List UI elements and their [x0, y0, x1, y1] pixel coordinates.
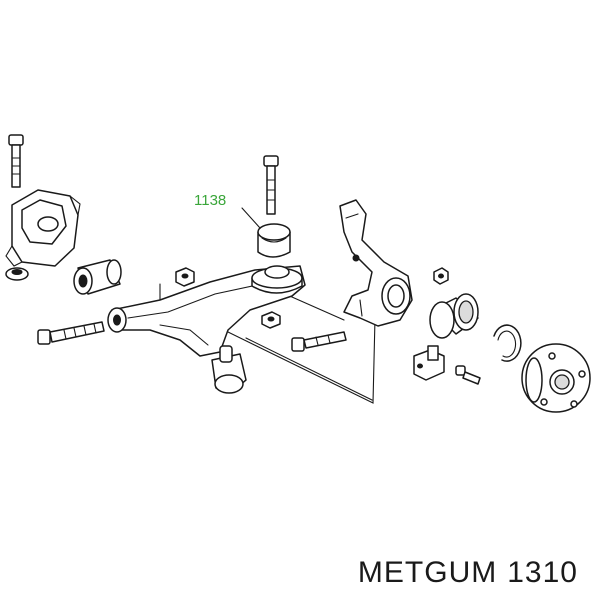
brake-shield-bracket [413, 345, 445, 381]
ball-joint [211, 345, 247, 394]
circlip [493, 324, 522, 362]
brand-part-number: 1310 [507, 556, 578, 589]
long-bolt-left [37, 321, 105, 345]
long-bolt-middle [291, 331, 347, 352]
front-bushing-1138 [257, 223, 291, 258]
small-bolt [455, 365, 481, 385]
wheel-hub [521, 343, 591, 413]
steering-knuckle [339, 199, 413, 327]
brand-label: METGUM 1310 [348, 556, 578, 590]
wheel-bearing [429, 293, 479, 339]
nut-knuckle [433, 267, 449, 285]
callout-1138: 1138 [194, 192, 261, 229]
callout-label: 1138 [194, 192, 226, 209]
mount-bolt-upper-left [8, 134, 24, 188]
nut-left [5, 267, 29, 281]
nut-top [175, 267, 195, 287]
nut-center [261, 311, 281, 329]
vertical-bolt [263, 155, 279, 215]
brand-name: METGUM [357, 556, 498, 589]
bushing-housing [251, 265, 303, 294]
rear-bushing [73, 259, 122, 295]
subframe-bracket [5, 189, 81, 267]
